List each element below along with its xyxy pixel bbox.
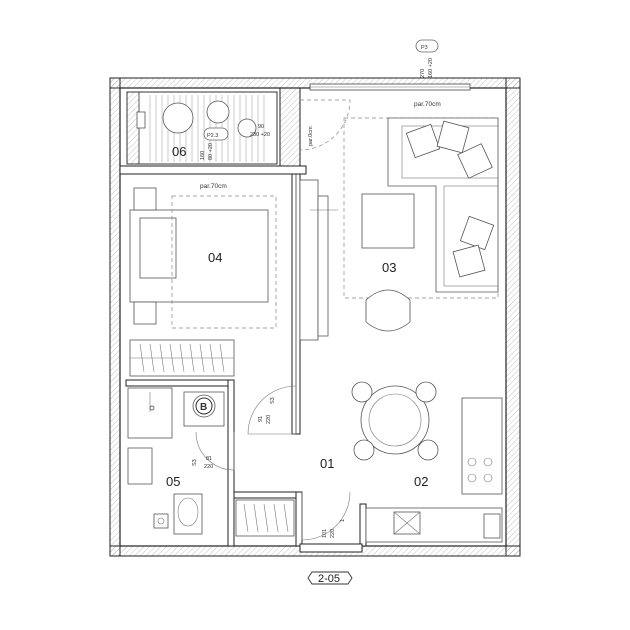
door-bath-height: 220 xyxy=(204,464,213,470)
door-bedroom-s3: S3 xyxy=(270,397,276,404)
marker-p3-label: P3 xyxy=(421,45,428,51)
par0-label: par.0cm xyxy=(308,126,314,146)
interior-walls xyxy=(119,87,367,547)
bedroom-04 xyxy=(129,187,277,377)
room-label-02: 02 xyxy=(414,474,428,489)
plan-code-box: 2-05 xyxy=(307,571,353,585)
door-bedroom-height: 220 xyxy=(266,415,272,424)
doors xyxy=(195,99,351,541)
marker-p23: P2.3 xyxy=(203,127,229,141)
room-label-01: 01 xyxy=(320,456,334,471)
boiler-icon xyxy=(195,397,213,415)
room-label-03: 03 xyxy=(382,260,396,275)
balcony-window-height: 230 +20 xyxy=(250,132,270,138)
par70-living: par.70cm xyxy=(414,101,441,108)
marker-p23-label: P2.3 xyxy=(207,133,218,139)
door-entry-height: 220 xyxy=(330,529,336,538)
door-bedroom-width: 91 xyxy=(258,416,264,422)
window-top-height: 160 +20 xyxy=(428,58,434,78)
balcony-window-width: 90 xyxy=(258,124,264,130)
door-bath-s3: S3 xyxy=(192,459,198,466)
room-label-04: 04 xyxy=(208,250,222,265)
boiler-label: B xyxy=(200,402,207,413)
marker-p3: P3 xyxy=(415,39,439,53)
balcony-window-2-height: 80 +20 xyxy=(208,143,214,160)
dining-02 xyxy=(351,381,503,543)
balcony-window-2-width: 160 xyxy=(200,151,206,160)
door-entry-width: 101 xyxy=(322,529,328,538)
hall-01 xyxy=(235,499,295,537)
door-entry-marker: 1 xyxy=(340,519,346,522)
entry-door xyxy=(299,543,363,553)
window-top-width: 270 xyxy=(420,69,426,78)
par70-bedroom: par.70cm xyxy=(200,183,227,190)
room-label-06: 06 xyxy=(172,144,186,159)
room-label-05: 05 xyxy=(166,474,180,489)
window-top xyxy=(309,83,471,91)
balcony-06 xyxy=(126,91,278,165)
plan-code: 2-05 xyxy=(318,573,340,585)
living-room-03 xyxy=(310,117,499,337)
door-bath-width: 81 xyxy=(206,456,212,462)
